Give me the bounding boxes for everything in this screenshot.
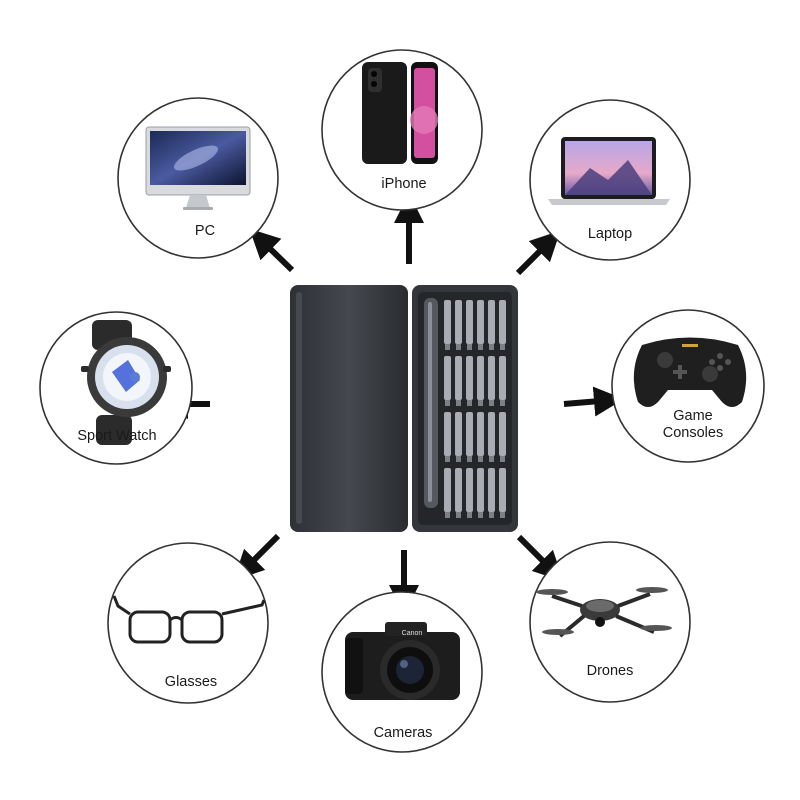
camera-brand-mark: Canon	[402, 630, 423, 637]
screwdriver-bit	[466, 300, 473, 344]
node-laptop-label: Laptop	[588, 226, 632, 242]
screwdriver-bit-tip	[456, 400, 461, 406]
screwdriver-bit-tip	[489, 456, 494, 462]
node-drones-circle	[529, 541, 691, 703]
screwdriver-bit	[466, 356, 473, 400]
sport-watch-icon	[81, 320, 171, 445]
node-glasses: Glasses	[107, 542, 269, 704]
screwdriver-kit	[290, 285, 518, 532]
screwdriver-bit-tip	[489, 400, 494, 406]
screwdriver-bit	[499, 412, 506, 456]
screwdriver-bit	[444, 468, 451, 512]
kit-lid	[290, 285, 408, 532]
laptop-icon	[548, 137, 670, 205]
node-glasses-circle	[107, 542, 269, 704]
screwdriver-bit-tip	[478, 456, 483, 462]
bit-grid	[444, 300, 506, 518]
node-watch-label: Sport Watch	[77, 428, 156, 444]
node-laptop: Laptop	[529, 99, 691, 261]
screwdriver-bit	[488, 468, 495, 512]
screwdriver-bit-tip	[445, 344, 450, 350]
screwdriver-bit	[499, 356, 506, 400]
node-game-label-line1: Game	[673, 408, 713, 424]
node-watch: Sport Watch	[39, 311, 193, 465]
node-game: Game Consoles	[611, 309, 765, 463]
screwdriver-bit-tip	[467, 344, 472, 350]
screwdriver-bit	[477, 412, 484, 456]
node-pc: PC	[117, 97, 279, 259]
screwdriver-bit-tip	[500, 400, 505, 406]
screwdriver-bit-tip	[500, 456, 505, 462]
screwdriver-bit	[488, 356, 495, 400]
node-iphone: iPhone	[321, 49, 483, 211]
node-drones-label: Drones	[587, 663, 634, 679]
game-controller-icon	[633, 337, 747, 407]
screwdriver-bit-tip	[456, 344, 461, 350]
node-cameras: Canon Cameras	[321, 591, 483, 753]
drone-icon	[536, 587, 672, 638]
screwdriver-bit-tip	[456, 456, 461, 462]
screwdriver-bit-tip	[445, 456, 450, 462]
kit-tray	[412, 285, 518, 532]
arrow-to-laptop	[515, 230, 561, 276]
screwdriver-bit	[455, 468, 462, 512]
screwdriver-bit-tip	[456, 512, 461, 518]
screwdriver-bit-tip	[467, 400, 472, 406]
arrow-to-game	[563, 386, 624, 417]
node-drones: Drones	[529, 541, 691, 703]
screwdriver-bit	[477, 300, 484, 344]
screwdriver-bit	[499, 300, 506, 344]
screwdriver-bit-tip	[500, 344, 505, 350]
screwdriver-bit	[477, 468, 484, 512]
screwdriver-bit-tip	[445, 512, 450, 518]
arrow-to-glasses	[233, 533, 281, 581]
screwdriver-bit-tip	[445, 400, 450, 406]
screwdriver-bit-tip	[467, 512, 472, 518]
screwdriver-bit	[444, 356, 451, 400]
screwdriver-bit	[455, 300, 462, 344]
screwdriver-bit	[488, 412, 495, 456]
node-glasses-label: Glasses	[165, 674, 217, 690]
screwdriver-bit	[455, 412, 462, 456]
iphone-icon	[362, 62, 438, 164]
camera-icon: Canon	[345, 622, 460, 700]
node-pc-label: PC	[195, 223, 215, 239]
arrow-to-drones	[516, 534, 564, 582]
glasses-icon	[112, 595, 266, 644]
node-cameras-label: Cameras	[374, 725, 433, 741]
screwdriver-bit	[455, 356, 462, 400]
screwdriver-bit	[499, 468, 506, 512]
arrow-to-pc	[249, 228, 295, 273]
pc-monitor-icon	[145, 126, 251, 210]
screwdriver-bit-tip	[478, 512, 483, 518]
screwdriver-bit-tip	[478, 400, 483, 406]
screwdriver-bit	[477, 356, 484, 400]
screwdriver-bit-tip	[478, 344, 483, 350]
screwdriver-bit	[444, 300, 451, 344]
node-iphone-label: iPhone	[381, 176, 426, 192]
screwdriver-bit	[466, 412, 473, 456]
screwdriver-bit-tip	[489, 344, 494, 350]
screwdriver-bit	[466, 468, 473, 512]
screwdriver-bit	[488, 300, 495, 344]
screwdriver-bit-tip	[467, 456, 472, 462]
screwdriver-bit-tip	[500, 512, 505, 518]
screwdriver-bit-tip	[489, 512, 494, 518]
screwdriver-bit	[444, 412, 451, 456]
node-game-label-line2: Consoles	[663, 425, 723, 441]
